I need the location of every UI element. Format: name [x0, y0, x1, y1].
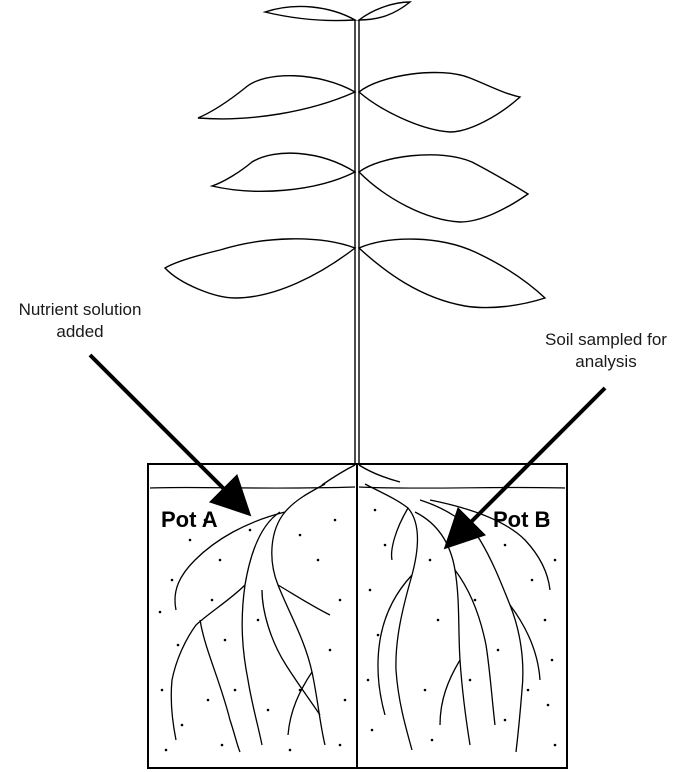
arrow-nutrient — [88, 353, 252, 517]
soil-sample-label-line1: Soil sampled for — [545, 330, 667, 349]
nutrient-label-line1: Nutrient solution — [18, 300, 142, 319]
leaf-pair-1 — [197, 71, 522, 133]
soil-sample-label: Soil sampled for analysis — [525, 329, 685, 373]
arrow-soil-sample — [443, 386, 607, 550]
leaf-pair-2 — [209, 152, 530, 223]
nutrient-label: Nutrient solution added — [0, 299, 160, 343]
pots — [147, 463, 568, 769]
pot-b-box — [356, 463, 568, 769]
soil-dots — [158, 508, 557, 752]
nutrient-label-line2: added — [56, 322, 104, 341]
stem-base — [321, 464, 401, 486]
leaf-pair-3 — [163, 238, 547, 309]
pot-b-label: Pot B — [493, 507, 551, 532]
pot-a-label: Pot A — [161, 507, 218, 532]
top-leaves — [262, 1, 412, 22]
stem — [354, 20, 360, 465]
roots-pot-a — [170, 483, 331, 753]
soil-sample-label-line2: analysis — [575, 352, 637, 371]
